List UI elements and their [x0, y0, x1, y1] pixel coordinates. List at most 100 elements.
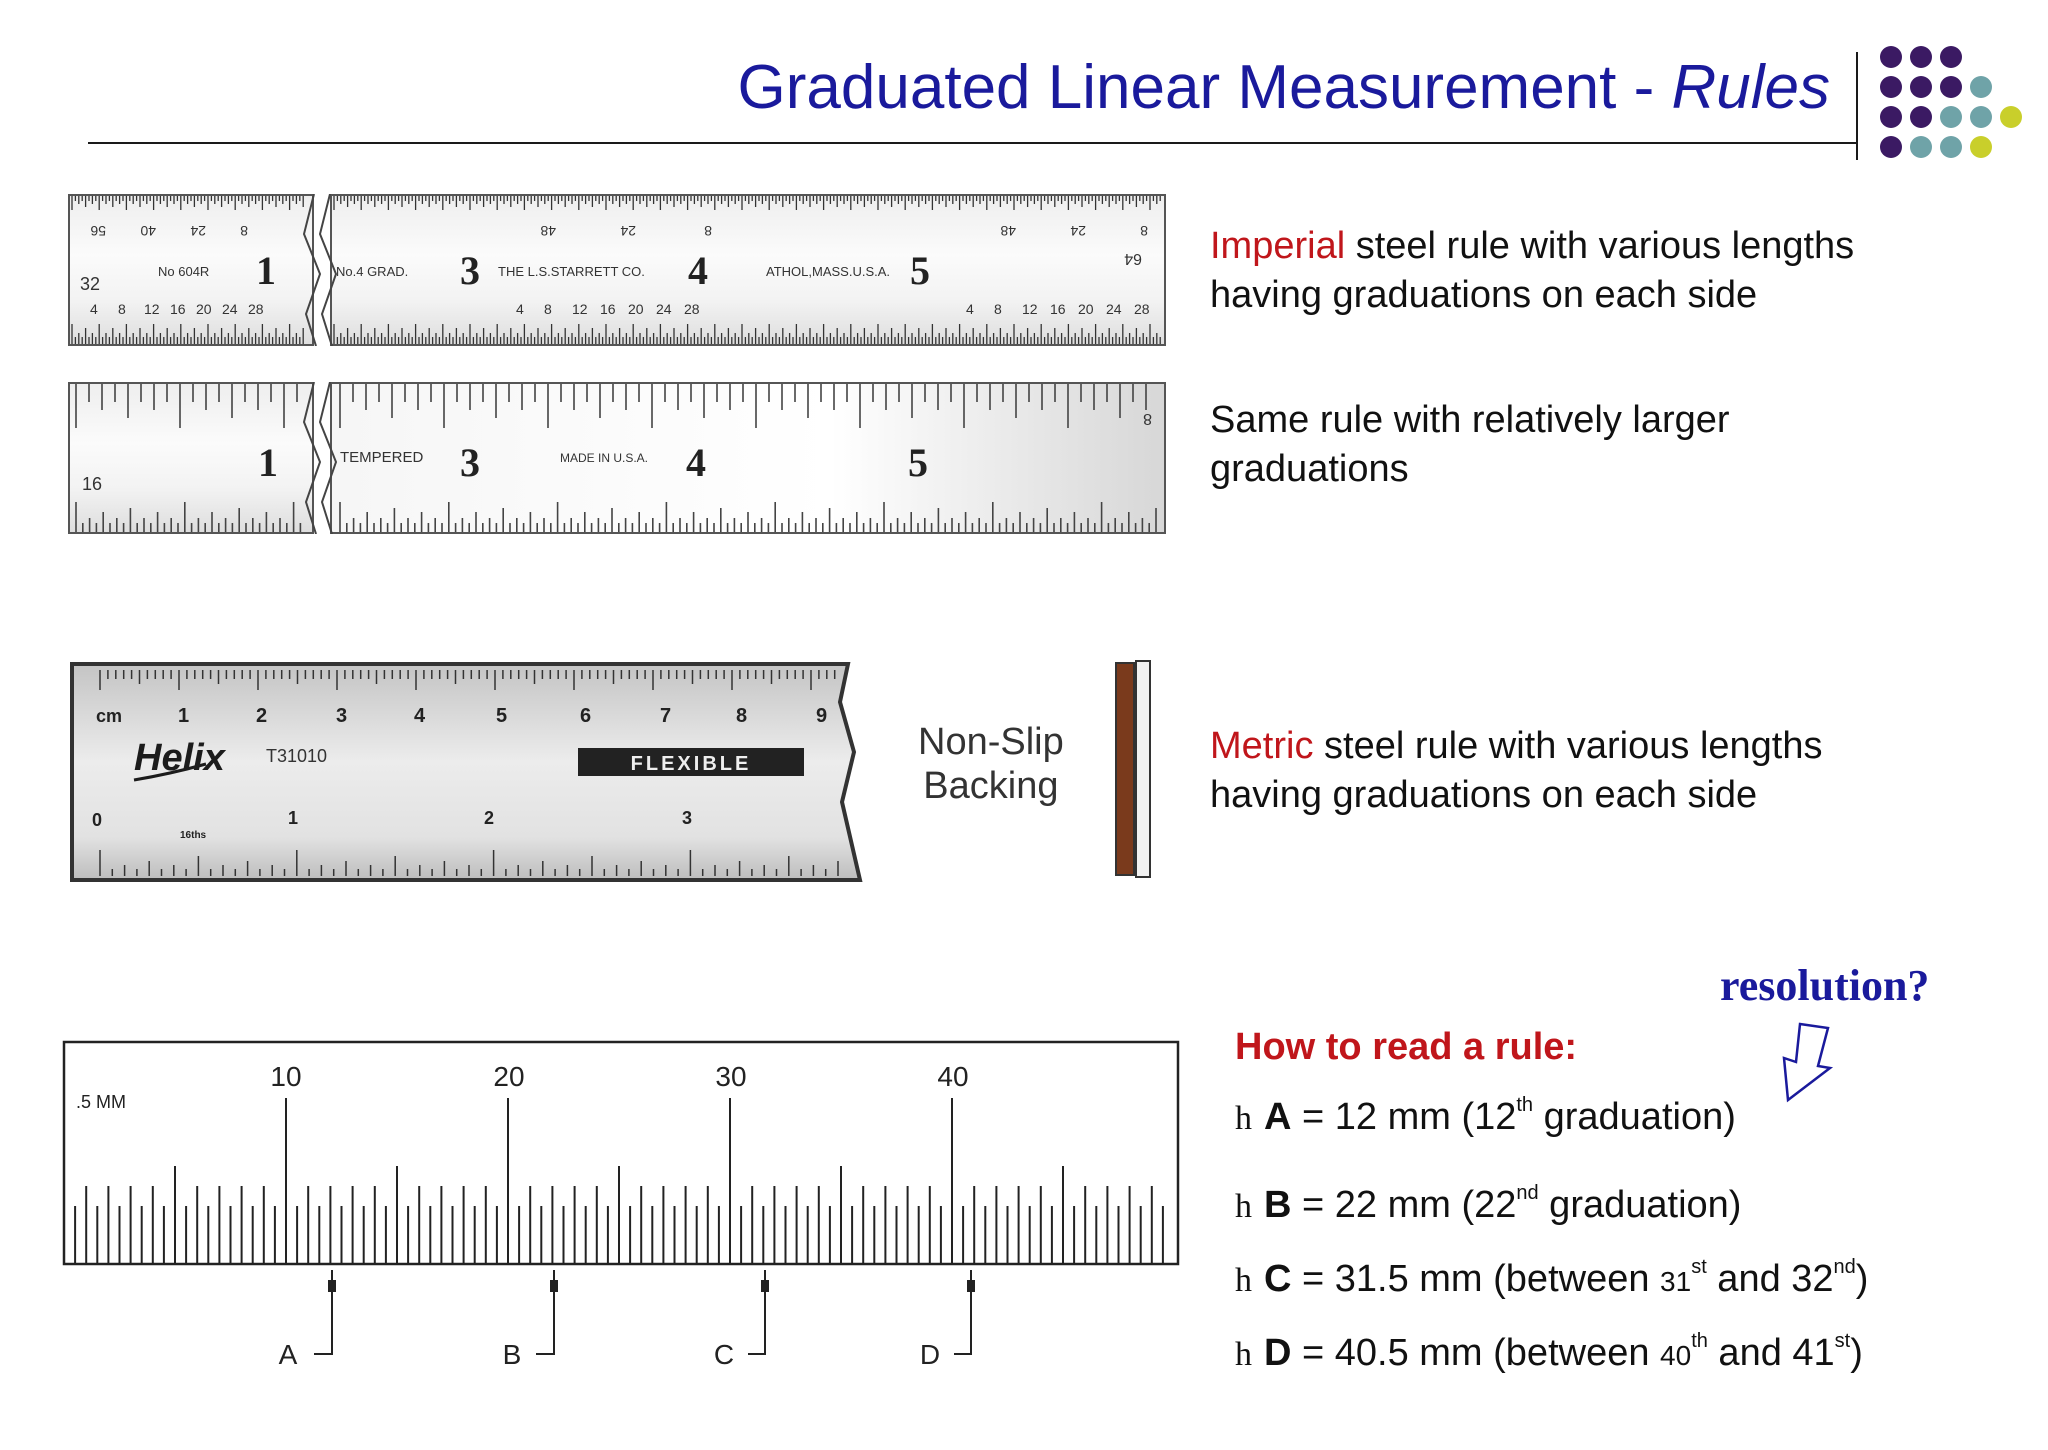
cm-2: 2 — [256, 705, 267, 727]
scale-28: 28 — [248, 301, 264, 317]
scale-12: 12 — [144, 301, 160, 317]
metric-mark-16ths: 16ths — [180, 830, 207, 841]
metric-desc-line2: having graduations on each side — [1210, 774, 1758, 816]
scale-20: 20 — [196, 301, 212, 317]
large-label-made-in-usa: MADE IN U.S.A. — [560, 451, 648, 465]
top-8c: 8 — [1140, 223, 1148, 239]
non-slip-label: Non-Slip Backing — [918, 720, 1064, 808]
diagram-pointers — [314, 1270, 972, 1355]
scale-8: 8 — [118, 301, 126, 317]
metric-unit-cm: cm — [96, 706, 122, 726]
metric-inch-numbers: 0 1 2 3 — [92, 808, 692, 830]
metric-description: Metric steel rule with various lengths h… — [1210, 722, 1822, 820]
scale-28b: 28 — [684, 301, 700, 317]
cm-9: 9 — [816, 705, 827, 727]
bullet: h — [1235, 1262, 1252, 1299]
diagram-number-20: 20 — [493, 1061, 524, 1092]
metric-model: T31010 — [266, 746, 327, 766]
scale-12c: 12 — [1022, 301, 1038, 317]
non-slip-line1: Non-Slip — [918, 721, 1064, 763]
pointer-a: A — [279, 1339, 298, 1370]
imperial-number-5: 5 — [910, 248, 930, 293]
imperial-mark-32: 32 — [80, 274, 100, 294]
inch-3: 3 — [682, 808, 692, 828]
diagram-unit-label: .5 MM — [76, 1092, 126, 1112]
scale-24c: 24 — [1106, 301, 1122, 317]
bullet: h — [1235, 1188, 1252, 1225]
pointer-c: C — [714, 1339, 734, 1370]
imperial-number-3: 3 — [460, 248, 480, 293]
inch-2: 2 — [484, 808, 494, 828]
reading-diagram: .5 MM 10 20 30 40 A B C D — [62, 1040, 1180, 1370]
large-mark-16: 16 — [82, 474, 102, 494]
same-desc-line2: graduations — [1210, 448, 1409, 490]
metric-rule: cm 1 2 3 4 5 6 7 8 9 Helix T31010 FLEXIB… — [70, 662, 863, 882]
bullet: h — [1235, 1336, 1252, 1373]
metric-badge-flexible: FLEXIBLE — [631, 753, 752, 775]
cm-7: 7 — [660, 705, 671, 727]
imperial-desc-line2: having graduations on each side — [1210, 274, 1758, 316]
pointer-d: D — [920, 1339, 940, 1370]
imperial-label-604r: No 604R — [158, 264, 209, 279]
top-8: 8 — [240, 223, 248, 239]
diagram-number-10: 10 — [270, 1061, 301, 1092]
top-48b: 48 — [1000, 223, 1016, 239]
metric-cm-numbers: 1 2 3 4 5 6 7 8 9 — [178, 705, 827, 727]
large-rule-left-piece — [68, 382, 314, 534]
title-main: Graduated Linear Measurement - — [737, 53, 1672, 122]
scale-8b: 8 — [544, 301, 552, 317]
scale-16c: 16 — [1050, 301, 1066, 317]
title-divider — [1856, 52, 1858, 160]
cm-4: 4 — [414, 705, 426, 727]
scale-24: 24 — [222, 301, 238, 317]
imperial-top-scale: 56 40 24 8 48 24 8 48 24 8 — [90, 223, 1148, 239]
top-24c: 24 — [1070, 223, 1086, 239]
scale-20b: 20 — [628, 301, 644, 317]
imperial-mark-64: 64 — [1124, 250, 1142, 267]
scale-8c: 8 — [994, 301, 1002, 317]
large-number-5: 5 — [908, 440, 928, 485]
imperial-rule-ticks — [71, 196, 1161, 344]
pointer-b: B — [503, 1339, 522, 1370]
metric-rule-ticks — [99, 670, 839, 876]
scale-24b: 24 — [656, 301, 672, 317]
large-number-3: 3 — [460, 440, 480, 485]
inch-1: 1 — [288, 808, 298, 828]
imperial-label-grad: No.4 GRAD. — [336, 264, 408, 279]
imperial-rule-markings: 32 No 604R 1 No.4 GRAD. 3 THE L.S.STARRE… — [71, 194, 1161, 346]
rule-edge-steel — [1135, 660, 1151, 878]
top-8b: 8 — [704, 223, 712, 239]
imperial-bottom-scale: 4 8 12 16 20 24 28 4 8 12 16 20 24 28 4 … — [90, 301, 1150, 317]
imperial-label-starrett: THE L.S.STARRETT CO. — [498, 264, 645, 279]
diagram-number-30: 30 — [715, 1061, 746, 1092]
cm-5: 5 — [496, 705, 507, 727]
rule-edge-backing — [1115, 662, 1135, 876]
scale-20c: 20 — [1078, 301, 1094, 317]
large-rule-description: Same rule with relatively larger graduat… — [1210, 396, 1730, 494]
cm-3: 3 — [336, 705, 347, 727]
cm-1: 1 — [178, 705, 189, 727]
scale-4b: 4 — [516, 301, 524, 317]
reading-d-letter: D — [1264, 1332, 1292, 1374]
scale-4: 4 — [90, 301, 98, 317]
imperial-number-4: 4 — [688, 248, 708, 293]
diagram-numbers: 10 20 30 40 — [270, 1061, 968, 1092]
diagram-number-40: 40 — [937, 1061, 968, 1092]
large-label-tempered: TEMPERED — [340, 449, 424, 466]
inch-0: 0 — [92, 810, 102, 830]
imperial-label-athol: ATHOL,MASS.U.S.A. — [766, 264, 890, 279]
title-underline — [88, 142, 1858, 144]
howto-title: How to read a rule: — [1235, 1026, 1578, 1068]
scale-16: 16 — [170, 301, 186, 317]
reading-a-letter: A — [1264, 1096, 1292, 1138]
bullet: h — [1235, 1100, 1252, 1137]
scale-12b: 12 — [572, 301, 588, 317]
dot-grid-logo — [1880, 46, 2030, 158]
cm-6: 6 — [580, 705, 591, 727]
non-slip-line2: Backing — [923, 765, 1059, 807]
large-rule-markings: 16 1 TEMPERED 3 MADE IN U.S.A. 4 5 8 — [75, 382, 1157, 534]
